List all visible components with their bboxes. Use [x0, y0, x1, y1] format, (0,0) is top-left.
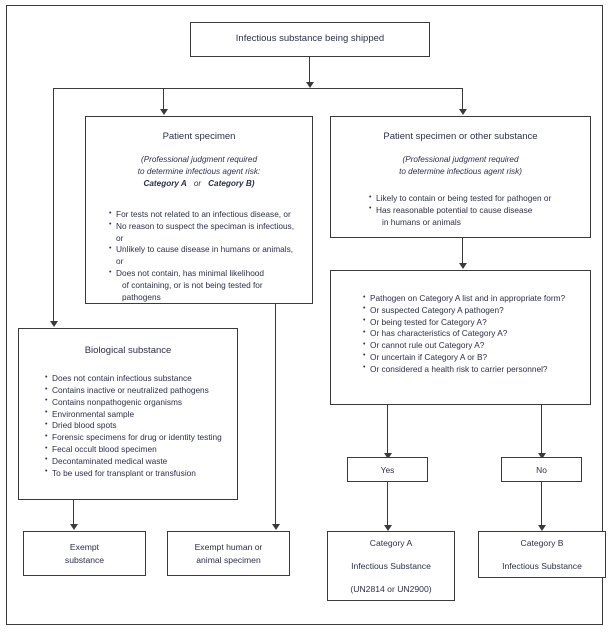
node-category-a-result-line2: Infectious Substance	[351, 560, 431, 571]
list-item: Or suspected Category A pathogen?	[363, 304, 565, 317]
node-start-label: Infectious substance being shipped	[235, 33, 385, 45]
node-patient-specimen: Patient specimen (Professional judgment …	[85, 116, 313, 304]
list-item: To be used for transplant or transfusion	[45, 467, 222, 480]
arrowhead-patient-specimen	[159, 109, 168, 115]
node-biological-substance-title: Biological substance	[84, 345, 172, 356]
list-item: Contains nonpathogenic organisms	[45, 396, 222, 409]
list-item: Dried blood spots	[45, 420, 222, 432]
connector-bus-left	[53, 88, 55, 323]
node-no-label: No	[536, 464, 547, 475]
list-item: Does not contain infectious substance	[45, 373, 222, 385]
node-patient-specimen-or-other: Patient specimen or other substance (Pro…	[330, 116, 591, 238]
node-category-a-result-line3: (UN2814 or UN2900)	[350, 584, 432, 595]
connector-criteria-no	[541, 405, 543, 455]
node-patient-specimen-sub-line2: to determine infectious agent risk:	[137, 167, 261, 177]
list-item: in humans or animals	[382, 216, 461, 227]
node-category-a-result: Category A Infectious Substance (UN2814 …	[327, 531, 455, 601]
arrowhead-yes	[383, 453, 392, 459]
connector-bus	[53, 88, 463, 90]
list-item: Or cannot rule out Category A?	[363, 340, 565, 352]
node-yes-label: Yes	[380, 464, 395, 475]
arrowhead-category-a-result	[383, 525, 392, 531]
list-item: Does not contain, has minimal likelihood	[109, 268, 302, 280]
list-item: Or being tested for Category A?	[363, 316, 565, 329]
node-patient-specimen-categories: Category A or Category B)	[143, 179, 254, 188]
category-a-label: Category A	[143, 179, 187, 189]
node-exempt-substance-line1: Exempt	[69, 542, 100, 553]
node-start: Infectious substance being shipped	[190, 22, 430, 57]
node-category-a-criteria: Pathogen on Category A list and in appro…	[330, 270, 591, 405]
node-patient-specimen-or-other-bullets: Likely to contain or being tested for pa…	[369, 193, 551, 228]
arrowhead-exempt-human-animal	[271, 524, 280, 530]
node-category-b-result-line2: Infectious Substance	[502, 561, 582, 571]
list-item: Likely to contain or being tested for pa…	[369, 193, 551, 205]
node-patient-specimen-or-other-title: Patient specimen or other substance	[383, 131, 538, 142]
list-item: of containing, or is not being tested fo…	[122, 279, 265, 302]
node-patient-specimen-or-other-sub-line1: (Professional judgment required	[402, 155, 519, 165]
list-item: Or uncertain if Category A or B?	[363, 351, 565, 364]
list-item: Decontaminated medical waste	[45, 455, 222, 468]
arrowhead-no	[537, 453, 546, 459]
node-biological-substance: Biological substance Does not contain in…	[18, 328, 238, 500]
connector-start-down	[309, 57, 311, 83]
connector-to-criteria	[462, 238, 464, 265]
node-category-a-result-line1: Category A	[369, 537, 413, 548]
connector-biological-to-exempt	[73, 500, 75, 527]
connector-no-down	[541, 482, 543, 527]
list-item: Unlikely to cause disease in humans or a…	[109, 244, 302, 268]
arrowhead-exempt-substance	[69, 524, 78, 530]
list-item: Has reasonable potential to cause diseas…	[369, 204, 551, 217]
node-exempt-substance-line2: substance	[64, 554, 105, 565]
connector-patient-specimen-down	[275, 304, 277, 526]
arrowhead-start-down	[305, 82, 314, 88]
node-exempt-human-animal-line2: animal specimen	[196, 554, 261, 565]
outer-frame	[6, 5, 603, 625]
arrowhead-patient-specimen-or-other	[458, 109, 467, 115]
node-patient-specimen-or-other-sub-line2: to determine infectious agent risk)	[399, 167, 522, 177]
list-item: Pathogen on Category A list and in appro…	[363, 293, 565, 305]
node-category-a-criteria-bullets: Pathogen on Category A list and in appro…	[363, 293, 565, 375]
node-category-b-result: Category B Infectious Substance	[478, 531, 606, 578]
list-item: Or has characteristics of Category A?	[363, 328, 565, 340]
node-exempt-human-animal-line1: Exempt human or	[194, 542, 263, 553]
node-exempt-substance: Exempt substance	[23, 531, 146, 576]
node-category-b-result-line1: Category B	[520, 537, 564, 548]
list-item: Forensic specimens for drug or identity …	[45, 432, 222, 444]
list-item: No reason to suspect the speciman is inf…	[109, 220, 302, 245]
arrowhead-category-b-result	[537, 525, 546, 531]
connector-bus-middle	[163, 88, 165, 111]
node-exempt-human-animal: Exempt human or animal specimen	[167, 531, 290, 576]
category-or-label: or	[193, 179, 202, 189]
connector-bus-right	[462, 88, 464, 111]
list-item: Contains inactive or neutralized pathoge…	[45, 385, 222, 397]
node-no: No	[501, 457, 582, 482]
list-item: Fecal occult blood specimen	[45, 444, 222, 456]
arrowhead-criteria	[458, 263, 467, 269]
list-item: Or considered a health risk to carrier p…	[363, 363, 565, 376]
connector-yes-down	[387, 482, 389, 527]
category-b-label: Category B)	[208, 179, 255, 189]
arrowhead-biological-substance	[49, 321, 58, 327]
node-patient-specimen-sub-line1: (Professional judgment required	[140, 155, 258, 165]
node-biological-substance-bullets: Does not contain infectious substanceCon…	[45, 373, 222, 479]
node-patient-specimen-title: Patient specimen	[162, 131, 236, 142]
node-patient-specimen-bullets: For tests not related to an infectious d…	[109, 209, 302, 303]
node-yes: Yes	[347, 457, 428, 482]
connector-criteria-yes	[387, 405, 389, 455]
list-item: Environmental sample	[45, 408, 222, 421]
list-item: For tests not related to an infectious d…	[109, 209, 302, 221]
